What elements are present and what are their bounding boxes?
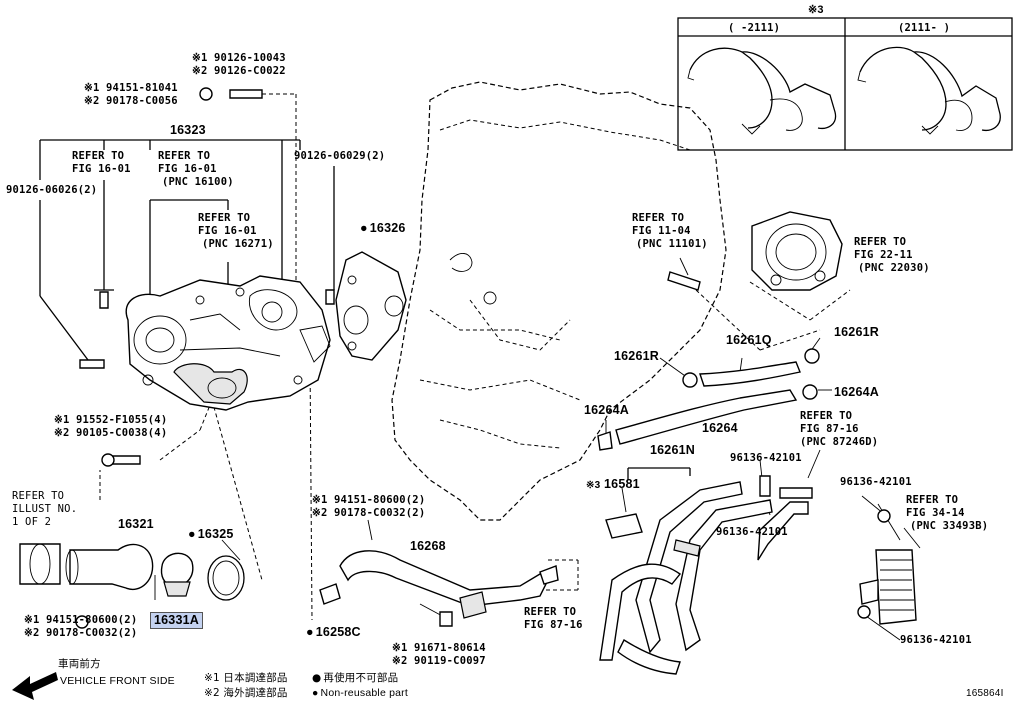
part-90126-06029[interactable]: 90126-06029(2) [294, 150, 386, 162]
part-94151-80600-mid[interactable]: ※1 94151-80600(2) [312, 494, 426, 506]
note3-right-range: (2111- ) [898, 22, 951, 34]
right-hoses [597, 348, 820, 675]
part-16326[interactable]: 16326 [360, 222, 406, 235]
part-16581[interactable]: ※3 16581 [586, 478, 640, 492]
note3-left-range: ( -2111) [728, 22, 781, 34]
vehicle-front-arrow [12, 672, 58, 700]
part-96136-42101-right[interactable]: 96136-42101 [840, 476, 912, 488]
refer-illust-line2[interactable]: ILLUST NO. [12, 503, 78, 515]
throttle-body [751, 211, 843, 291]
part-16264a-left[interactable]: 16264A [584, 403, 629, 417]
pipe-11-04 [667, 271, 701, 291]
refer-87-16-b-line1: REFER TO [524, 606, 577, 618]
part-16321[interactable]: 16321 [118, 517, 154, 531]
part-16264[interactable]: 16264 [702, 421, 738, 435]
refer-11-04-line2[interactable]: FIG 11-04 [632, 225, 691, 237]
part-94151-81041[interactable]: ※1 94151-81041 [84, 82, 178, 94]
refer-22-11-line3: (PNC 22030) [858, 262, 930, 274]
part-16331a[interactable]: 16331A [150, 612, 203, 629]
refer-illust-line1: REFER TO [12, 490, 65, 502]
part-96136-42101-top[interactable]: 96136-42101 [730, 452, 802, 464]
part-90178-c0056[interactable]: ※2 90178-C0056 [84, 95, 178, 107]
part-16261r-left[interactable]: 16261R [614, 349, 659, 363]
refer-87-16-a-line3: (PNC 87246D) [800, 436, 879, 448]
note3-inset [677, 17, 1013, 151]
refer-16-01-c-line3: (PNC 16271) [202, 238, 274, 250]
refer-34-14-line2[interactable]: FIG 34-14 [906, 507, 965, 519]
part-91671-80614[interactable]: ※1 91671-80614 [392, 642, 486, 654]
refer-87-16-b-line2[interactable]: FIG 87-16 [524, 619, 583, 631]
refer-34-14-line3: (PNC 33493B) [910, 520, 989, 532]
legend-domestic: ※1 日本調達部品 [204, 672, 288, 684]
part-16581-number: 16581 [604, 477, 640, 491]
legend-overseas: ※2 海外調達部品 [204, 687, 288, 699]
part-90178-c0032-left[interactable]: ※2 90178-C0032(2) [24, 627, 138, 639]
refer-34-14-line1: REFER TO [906, 494, 959, 506]
water-pump-assembly [79, 87, 335, 467]
refer-illust-line3: 1 OF 2 [12, 516, 52, 528]
refer-22-11-line2[interactable]: FIG 22-11 [854, 249, 913, 261]
refer-16-01-b-line1: REFER TO [158, 150, 211, 162]
part-94151-80600-left[interactable]: ※1 94151-80600(2) [24, 614, 138, 626]
refer-16-01-c-line1: REFER TO [198, 212, 251, 224]
part-90126-06026[interactable]: 90126-06026(2) [6, 184, 98, 196]
part-91552-f1055[interactable]: ※1 91552-F1055(4) [54, 414, 168, 426]
refer-11-04-line1: REFER TO [632, 212, 685, 224]
refer-16-01-b-line2[interactable]: FIG 16-01 [158, 163, 217, 175]
note3-header: ※3 [808, 4, 824, 16]
part-16258c[interactable]: 16258C [306, 626, 361, 639]
refer-22-11-line1: REFER TO [854, 236, 907, 248]
part-16264a-right[interactable]: 16264A [834, 385, 879, 399]
part-90126-10043[interactable]: ※1 90126-10043 [192, 52, 286, 64]
refer-11-04-line3: (PNC 11101) [636, 238, 708, 250]
diagram-id: 165864I [966, 688, 1004, 699]
part-16261n[interactable]: 16261N [650, 443, 695, 457]
part-90178-c0032-mid[interactable]: ※2 90178-C0032(2) [312, 507, 426, 519]
part-16261q[interactable]: 16261Q [726, 333, 772, 347]
refer-87-16-a-line1: REFER TO [800, 410, 853, 422]
hose-16268 [319, 550, 559, 627]
part-90126-c0022[interactable]: ※2 90126-C0022 [192, 65, 286, 77]
oil-cooler [857, 509, 917, 625]
refer-16-01-c-line2[interactable]: FIG 16-01 [198, 225, 257, 237]
refer-16-01-a-line1: REFER TO [72, 150, 125, 162]
legend-non-reusable-jp: 再使用不可部品 [312, 672, 398, 684]
part-16261r-right[interactable]: 16261R [834, 325, 879, 339]
gasket-16326 [335, 251, 407, 361]
part-16581-prefix: ※3 [586, 480, 601, 491]
part-16325[interactable]: 16325 [188, 528, 234, 541]
refer-16-01-b-line3: (PNC 16100) [162, 176, 234, 188]
part-16323[interactable]: 16323 [170, 123, 206, 137]
vehicle-front-jp: 車両前方 [58, 658, 101, 670]
lower-left-parts [19, 543, 245, 629]
part-96136-42101-bottom[interactable]: 96136-42101 [900, 634, 972, 646]
part-96136-42101-mid[interactable]: 96136-42101 [716, 526, 788, 538]
refer-87-16-a-line2[interactable]: FIG 87-16 [800, 423, 859, 435]
part-90105-c0038[interactable]: ※2 90105-C0038(4) [54, 427, 168, 439]
legend-non-reusable-en: Non-reusable part [312, 687, 408, 699]
part-90119-c0097[interactable]: ※2 90119-C0097 [392, 655, 486, 667]
part-16268[interactable]: 16268 [410, 539, 446, 553]
leader-lines [39, 93, 921, 641]
engine-block [391, 81, 727, 521]
vehicle-front-en: VEHICLE FRONT SIDE [60, 675, 175, 687]
refer-16-01-a-line2[interactable]: FIG 16-01 [72, 163, 131, 175]
